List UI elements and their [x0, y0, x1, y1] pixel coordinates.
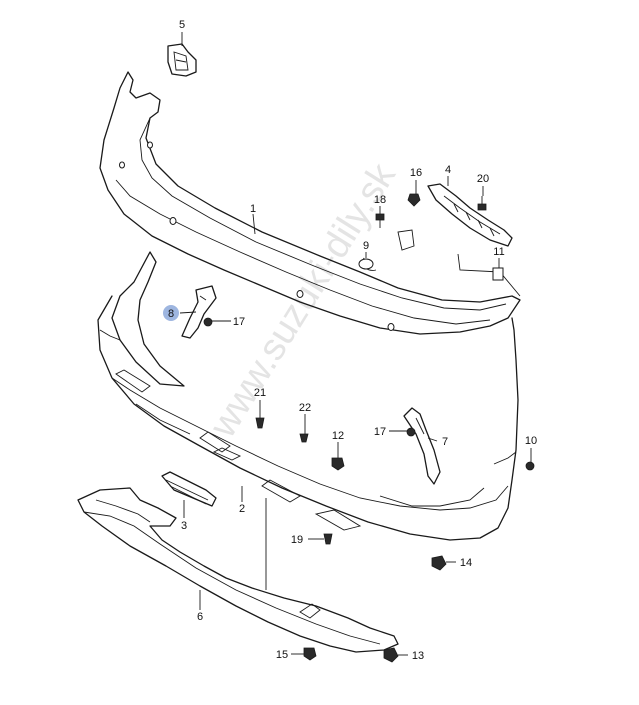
callout-labels: 5 1 2 3 4 6 7 8 9 10 11 12 13 14 15 16 1…	[168, 19, 537, 662]
callout-16[interactable]: 16	[410, 167, 422, 179]
part-7-right-bracket[interactable]	[403, 407, 441, 485]
part-3-reflector[interactable]	[161, 471, 217, 507]
callout-17-left[interactable]: 17	[233, 316, 245, 328]
callout-10[interactable]: 10	[525, 435, 537, 447]
callout-17-right[interactable]: 17	[374, 426, 386, 438]
part-8-left-bracket[interactable]	[181, 285, 217, 339]
fastener-14-nut[interactable]	[431, 555, 447, 571]
part-2-rear-bumper-shell[interactable]	[97, 251, 519, 541]
fastener-9-plug[interactable]	[358, 258, 374, 270]
part-5-top-bracket[interactable]	[167, 43, 197, 77]
part-4-right-rail-bracket[interactable]	[427, 183, 513, 247]
callout-15[interactable]: 15	[276, 649, 288, 661]
fastener-10-bolt[interactable]	[525, 461, 535, 471]
fastener-17-bolt-right[interactable]	[406, 427, 416, 437]
callout-22[interactable]: 22	[299, 402, 311, 414]
callout-21[interactable]: 21	[254, 387, 266, 399]
fastener-12-nut[interactable]	[331, 457, 345, 471]
fastener-22-screw[interactable]	[299, 433, 309, 443]
fastener-17-bolt-left[interactable]	[203, 317, 213, 327]
fastener-20-screw[interactable]	[477, 196, 487, 211]
callout-2[interactable]: 2	[239, 503, 245, 515]
callout-1[interactable]: 1	[250, 203, 256, 215]
callout-14[interactable]: 14	[460, 557, 472, 569]
callout-4[interactable]: 4	[445, 164, 451, 176]
callout-6[interactable]: 6	[197, 611, 203, 623]
callout-11[interactable]: 11	[493, 246, 504, 258]
fastener-16-clip[interactable]	[407, 193, 421, 207]
callout-18[interactable]: 18	[374, 194, 386, 206]
fastener-15-nut[interactable]	[303, 647, 317, 661]
part-6-lower-undercover[interactable]	[77, 487, 399, 653]
callout-12[interactable]: 12	[332, 430, 344, 442]
part-1-upper-bumper-cover[interactable]	[99, 71, 521, 335]
fastener-13-nut[interactable]	[383, 647, 399, 663]
callout-7[interactable]: 7	[442, 436, 448, 448]
callout-8[interactable]: 8	[168, 308, 174, 320]
callout-3[interactable]: 3	[181, 520, 187, 532]
callout-5[interactable]: 5	[179, 19, 185, 31]
callout-8-highlight	[163, 305, 179, 321]
callout-9[interactable]: 9	[363, 240, 369, 252]
callout-20[interactable]: 20	[477, 173, 489, 185]
fastener-19-screw[interactable]	[323, 533, 333, 545]
callout-13[interactable]: 13	[412, 650, 424, 662]
leader-lines	[179, 32, 532, 656]
fastener-11-clip[interactable]	[492, 267, 504, 281]
fastener-21-screw[interactable]	[255, 417, 265, 429]
callout-19[interactable]: 19	[291, 534, 303, 546]
